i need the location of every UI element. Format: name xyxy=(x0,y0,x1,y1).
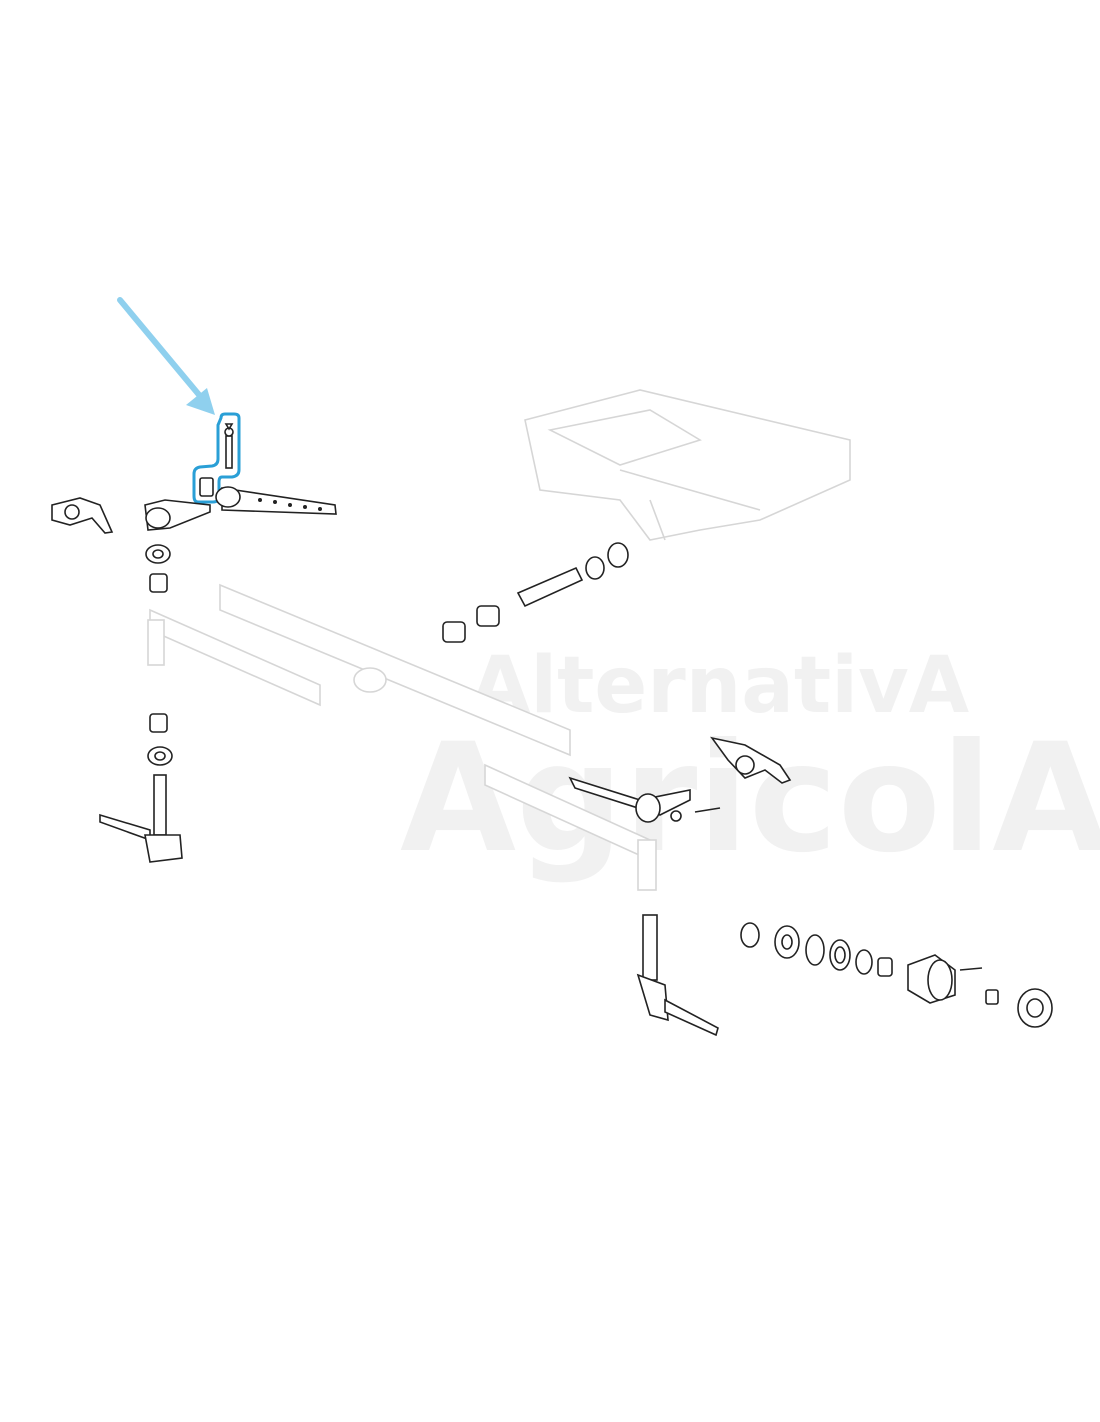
washers-left xyxy=(145,544,173,766)
steering-arm-left xyxy=(215,486,337,515)
watermark: AlternativA AgricolA xyxy=(400,641,1100,886)
spindle-left xyxy=(99,774,183,863)
clamp-arm-right xyxy=(710,736,792,784)
clamp-arm-far-left xyxy=(51,497,114,534)
watermark-line2: AgricolA xyxy=(400,712,1100,886)
spindle-right xyxy=(636,914,719,1037)
wheel-hub-group xyxy=(740,922,1053,1028)
pointer-arrow xyxy=(117,297,215,415)
steering-arm-right xyxy=(568,776,721,823)
watermark-line1: AlternativA xyxy=(470,641,969,731)
chassis-frame xyxy=(524,389,851,541)
pin-part xyxy=(224,423,234,469)
steering-knuckle-arm-left xyxy=(144,499,211,531)
pivot-pin-group xyxy=(442,542,629,643)
bushing-part xyxy=(199,477,214,497)
axle-beam xyxy=(147,583,657,891)
